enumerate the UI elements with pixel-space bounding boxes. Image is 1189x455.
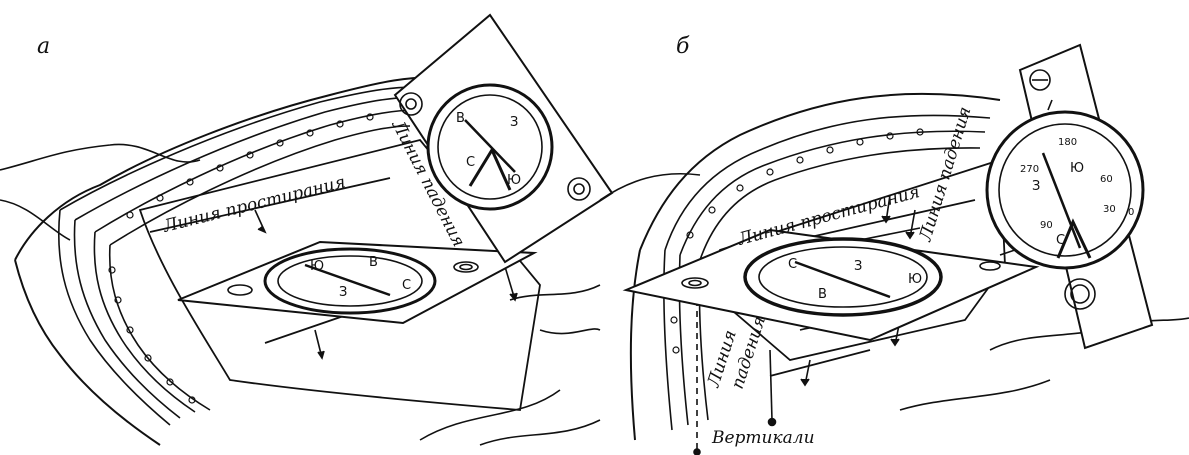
b-dial-60: 60 (1100, 174, 1113, 185)
panel-a-letter: а (37, 34, 50, 59)
verticals-label: Вертикали (711, 428, 815, 448)
b-plate-south: Ю (908, 272, 922, 287)
b-plate-east: В (818, 287, 827, 302)
a-dial-north: С (466, 155, 475, 170)
a-dial-west: З (510, 115, 518, 130)
b-dial-south: Ю (1070, 161, 1084, 176)
b-dial-270: 270 (1020, 164, 1039, 175)
a-plate-north: С (402, 278, 411, 293)
b-dial-30: 30 (1103, 204, 1116, 215)
a-plate-west: З (339, 285, 347, 300)
b-dial-west: З (1032, 179, 1040, 194)
panel-b (599, 43, 1189, 455)
b-dial-north: С (1056, 233, 1065, 248)
a-dial-east: В (456, 111, 465, 126)
b-dial-180: 180 (1058, 137, 1077, 148)
b-dip-top-label: Линия падения (915, 104, 975, 244)
panel-a (0, 13, 614, 446)
b-plate-north: С (788, 257, 797, 272)
panel-b-letter: б (676, 34, 690, 59)
a-plate-south: Ю (310, 259, 324, 274)
a-plate-east: В (369, 255, 378, 270)
b-plate-west: З (854, 259, 862, 274)
b-dial-90: 90 (1040, 220, 1053, 231)
a-dial-south: Ю (507, 173, 521, 188)
b-dial-0: 0 (1128, 207, 1134, 218)
